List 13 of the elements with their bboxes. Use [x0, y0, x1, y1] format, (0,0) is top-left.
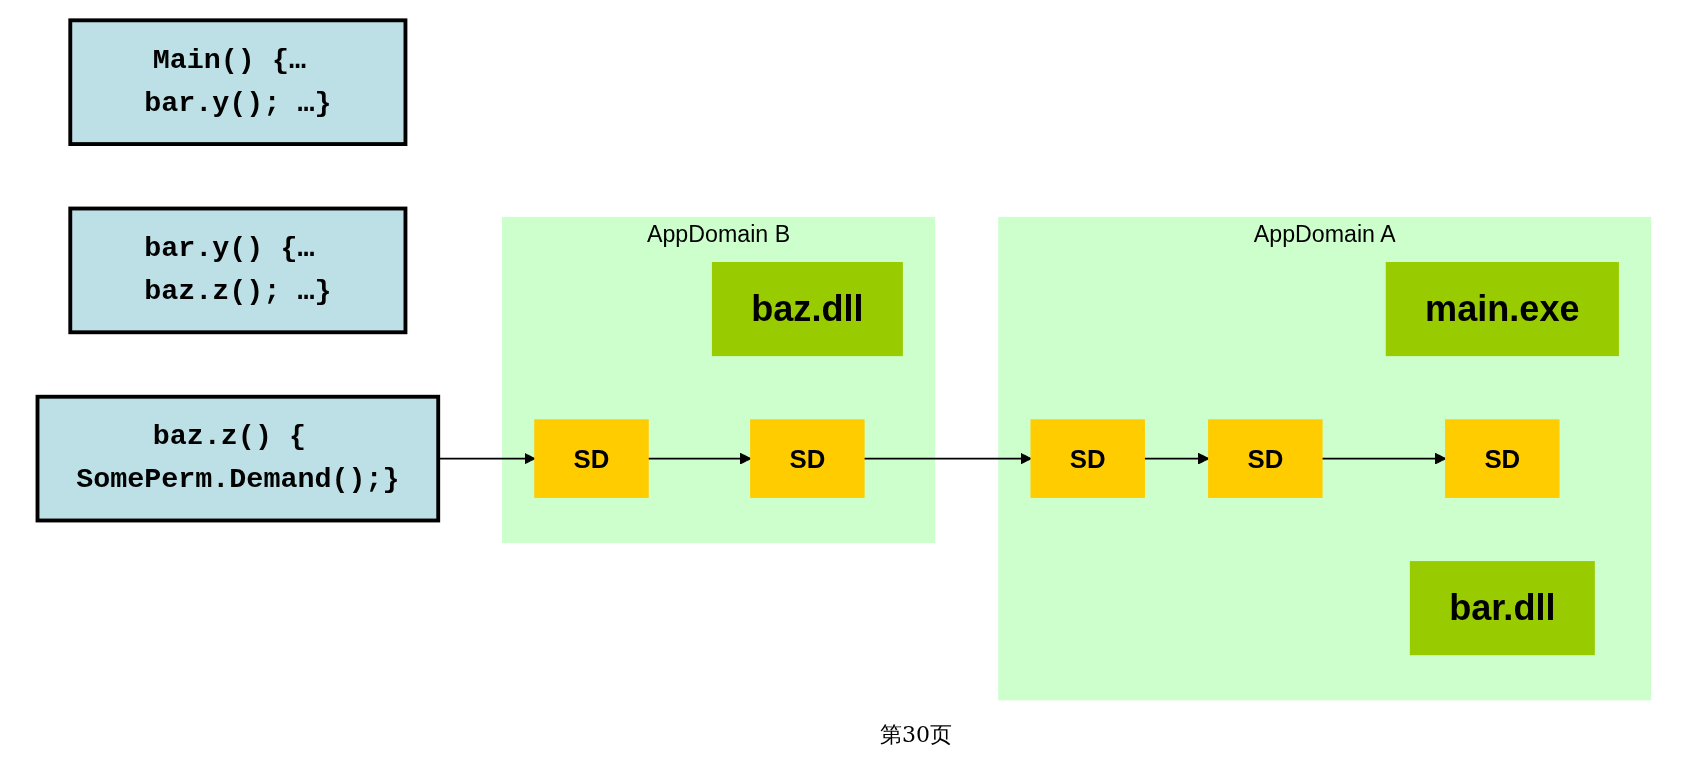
node-box: SD [1445, 419, 1560, 498]
node-box: SD [1208, 419, 1323, 498]
node-box: bar.y() {… baz.z(); …} [68, 206, 408, 335]
node-box: main.exe [1385, 262, 1619, 357]
node-box: baz.dll [711, 262, 903, 357]
node-box: SD [534, 419, 649, 498]
node-box: SD [750, 419, 865, 498]
node-box: bar.dll [1409, 561, 1595, 656]
arrow [863, 452, 1032, 465]
node-box: SD [1030, 419, 1145, 498]
node-box: Main() {… bar.y(); …} [68, 18, 408, 146]
page-number: 第30页 [880, 721, 952, 749]
node-box: baz.z() { SomePerm.Demand();} [35, 394, 441, 523]
